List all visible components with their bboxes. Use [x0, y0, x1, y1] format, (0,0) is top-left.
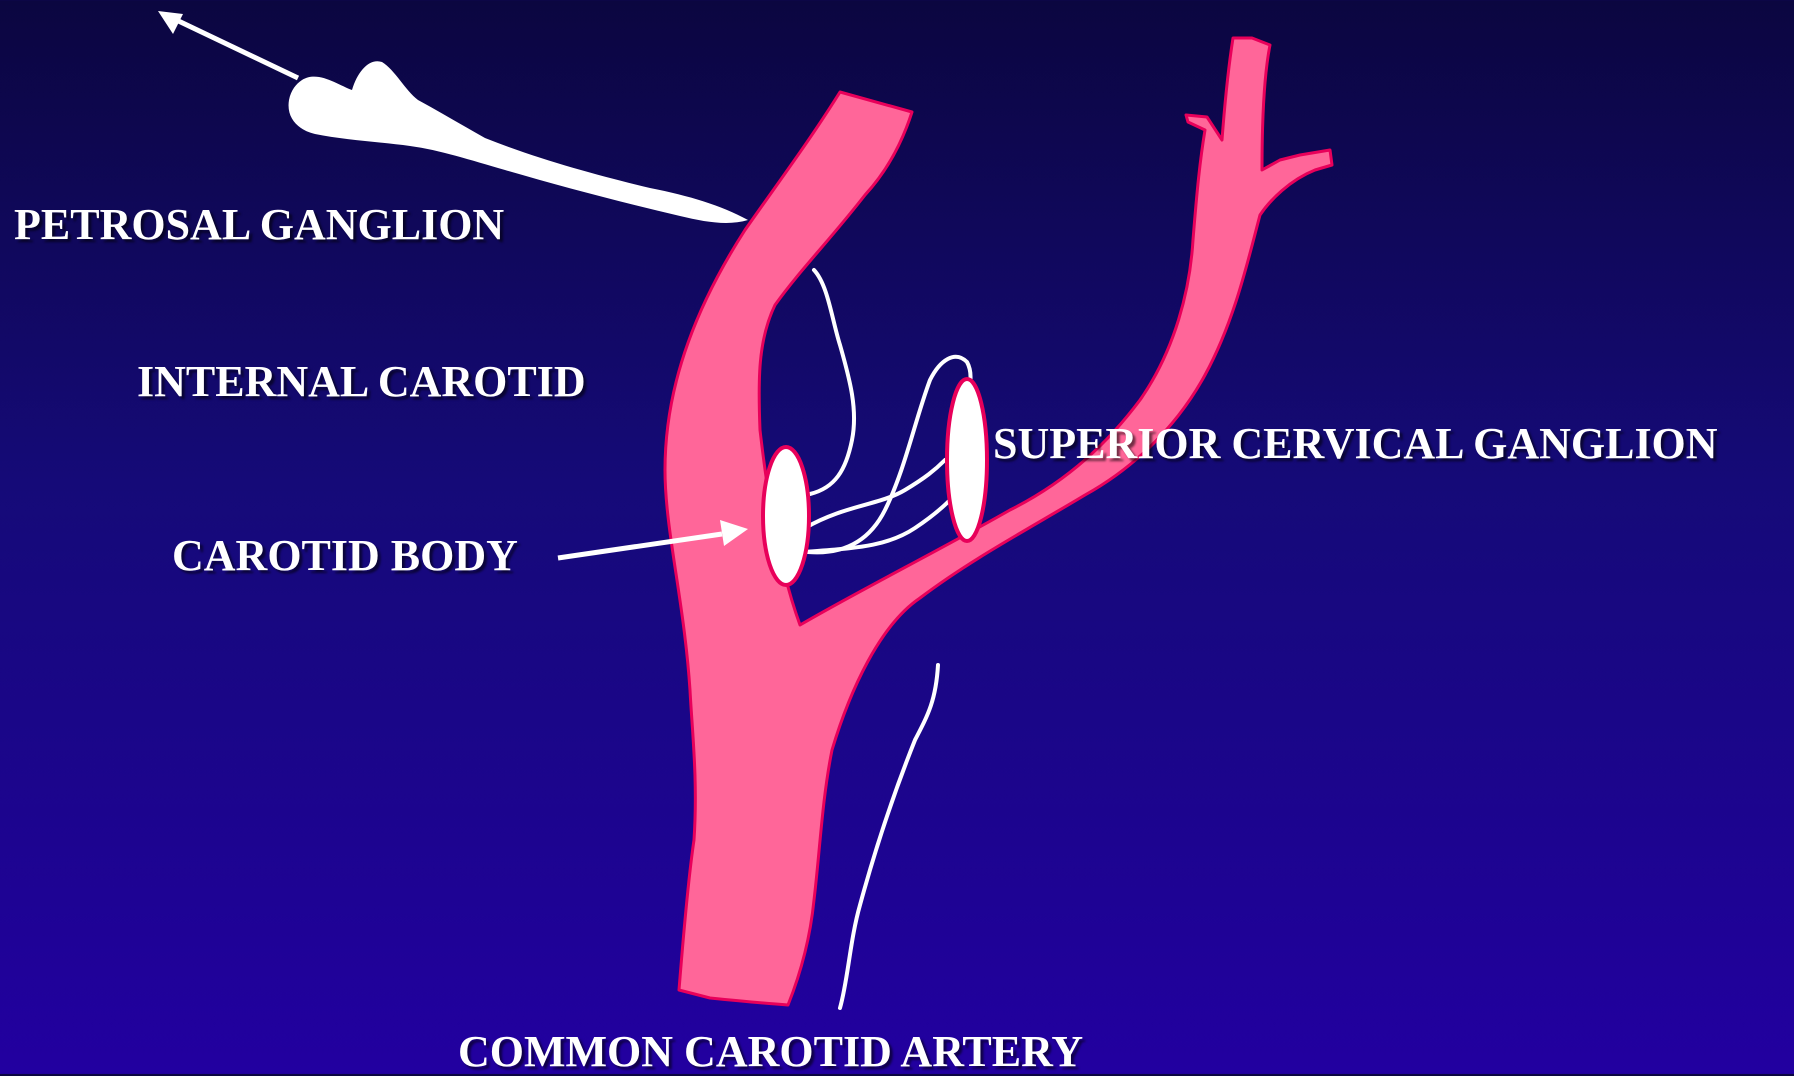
internal-carotid-label: INTERNAL CAROTID: [137, 360, 586, 404]
petrosal-ganglion-label: PETROSAL GANGLION: [14, 203, 504, 247]
superior-cervical-ganglion: [947, 379, 987, 541]
nerve-to-superior-ganglion-b: [805, 500, 950, 552]
nerve-to-superior-ganglion-a: [805, 460, 945, 528]
descending-nerve: [840, 665, 938, 1008]
superior-cervical-ganglion-label: SUPERIOR CERVICAL GANGLION: [993, 422, 1718, 466]
petrosal-ganglion-shape: [289, 61, 748, 223]
carotid-body: [763, 447, 809, 585]
carotid-body-label: CAROTID BODY: [172, 534, 518, 578]
petrosal-arrow-line: [168, 16, 298, 78]
sinus-nerve: [810, 270, 854, 494]
common-carotid-artery-label: COMMON CAROTID ARTERY: [458, 1030, 1083, 1074]
